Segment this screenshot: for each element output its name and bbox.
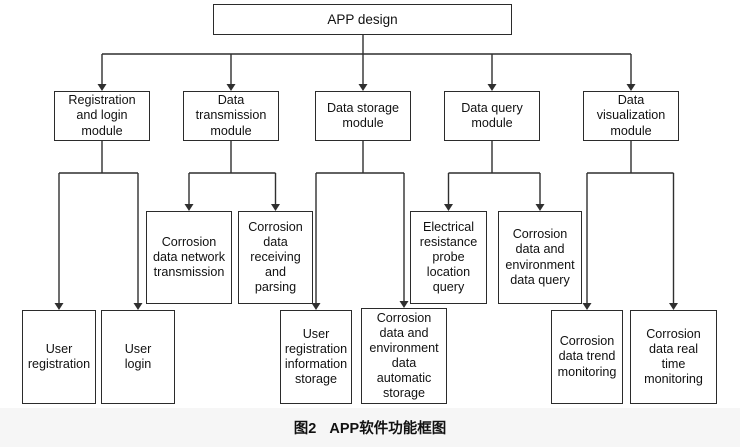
node-data-storage-module: Data storage module — [315, 91, 411, 141]
node-data-query-module: Data query module — [444, 91, 540, 141]
node-user-login: User login — [101, 310, 175, 404]
node-electrical-resistance-probe-location-query: Electrical resistance probe location que… — [410, 211, 487, 304]
node-user-registration-information-storage: User registration information storage — [280, 310, 352, 404]
figure-caption: 图2 APP软件功能框图 — [0, 408, 740, 447]
node-corrosion-data-environment-query: Corrosion data and environment data quer… — [498, 211, 582, 304]
node-corrosion-data-network-transmission: Corrosion data network transmission — [146, 211, 232, 304]
node-registration-login-module: Registration and login module — [54, 91, 150, 141]
node-corrosion-data-environment-automatic-storage: Corrosion data and environment data auto… — [361, 308, 447, 404]
figure-title: APP软件功能框图 — [329, 421, 447, 437]
node-corrosion-data-trend-monitoring: Corrosion data trend monitoring — [551, 310, 623, 404]
node-user-registration: User registration — [22, 310, 96, 404]
node-corrosion-data-receiving-parsing: Corrosion data receiving and parsing — [238, 211, 313, 304]
node-data-visualization-module: Data visualization module — [583, 91, 679, 141]
node-data-transmission-module: Data transmission module — [183, 91, 279, 141]
node-corrosion-data-real-time-monitoring: Corrosion data real time monitoring — [630, 310, 717, 404]
figure-number: 图2 — [293, 421, 317, 437]
node-app-design: APP design — [213, 4, 512, 35]
